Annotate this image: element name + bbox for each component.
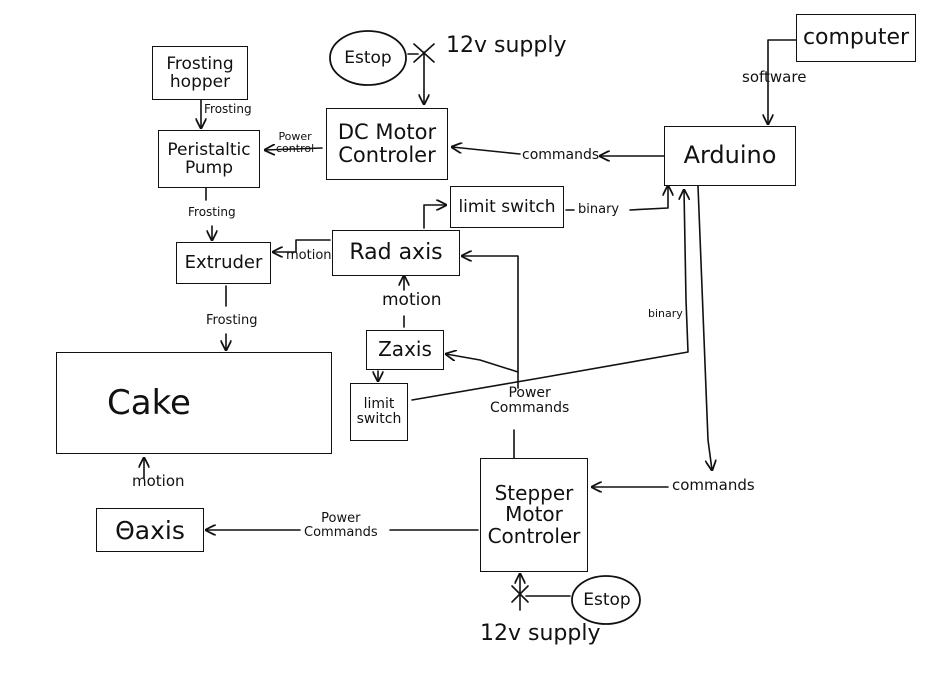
edge-stepper-to-rad-axis (462, 256, 519, 389)
node-rad-axis: Rad axis (332, 230, 460, 276)
node-limit-switch-bottom: limit switch (350, 383, 408, 441)
label-frosting-3: Frosting (206, 313, 258, 328)
node-arduino: Arduino (664, 126, 796, 186)
node-estop-bottom: Estop (583, 590, 631, 610)
edge-pump-to-extruder (206, 187, 212, 240)
label-supply-top: 12v supply (446, 33, 567, 58)
label-supply-bottom: 12v supply (480, 621, 601, 646)
edge-stepper-to-z-axis (446, 354, 519, 373)
estop-top-outline (329, 30, 407, 86)
node-frosting-hopper: Frosting hopper (152, 46, 248, 100)
node-estop-top: Estop (344, 48, 392, 68)
label-software: software (742, 68, 807, 86)
label-frosting-1: Frosting (204, 102, 252, 116)
node-computer: computer (796, 14, 916, 62)
label-binary-top: binary (578, 202, 620, 217)
node-z-axis: Zaxis (366, 330, 444, 370)
node-cake: Cake (56, 352, 332, 454)
node-theta-axis: Θaxis (96, 508, 204, 552)
edge-computer-to-arduino (768, 39, 797, 124)
edge-arduino-to-stepper (697, 185, 712, 470)
label-motion-extruder: motion (286, 248, 332, 263)
label-commands-stepper: commands (672, 476, 755, 494)
edge-dc-controller-to-pump (265, 148, 323, 150)
node-dc-motor-controller: DC Motor Controler (326, 108, 448, 180)
edge-rad-axis-to-extruder (273, 239, 331, 252)
estop-bottom-outline (571, 575, 641, 625)
label-motion-z: motion (382, 290, 442, 310)
edge-commands-to-dc-controller (452, 147, 521, 155)
node-stepper-motor-controller: Stepper Motor Controler (480, 458, 588, 572)
node-extruder: Extruder (176, 242, 271, 284)
edge-bottom-limit-to-arduino (411, 190, 688, 401)
cross-mark-top-b (413, 43, 435, 63)
edge-limit-switch-to-arduino (565, 186, 668, 211)
label-frosting-2: Frosting (188, 205, 236, 219)
label-commands-dc: commands (522, 147, 600, 163)
node-limit-switch-top: limit switch (450, 186, 564, 228)
label-power-commands-mid: Power Commands (490, 385, 570, 416)
node-peristaltic-pump: Peristaltic Pump (158, 130, 260, 188)
label-motion-cake: motion (132, 472, 185, 490)
cross-mark-bottom-b (511, 585, 529, 603)
edge-rad-axis-to-limit-switch (423, 205, 446, 229)
label-power-control: Power control (276, 130, 315, 155)
label-power-commands-theta: Power Commands (304, 511, 378, 540)
label-binary-side: binary (648, 307, 683, 320)
